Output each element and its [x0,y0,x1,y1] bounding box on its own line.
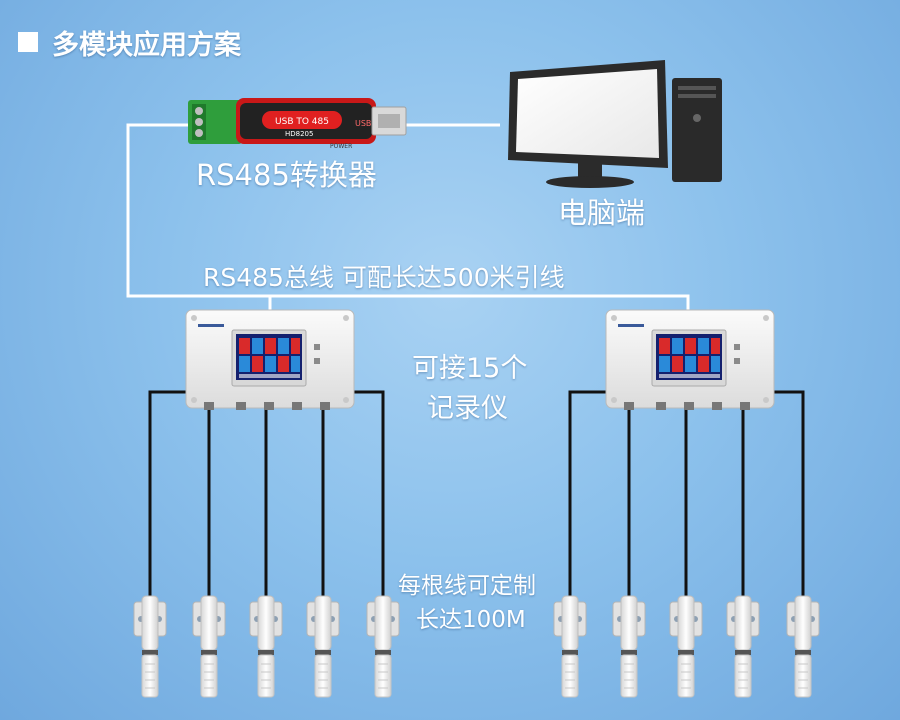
data-recorder-icon [606,310,774,410]
computer-label: 电脑端 [558,190,645,232]
converter-power-text: POWER [330,143,352,150]
title-square-icon [18,32,38,52]
sensor-probe-icon [307,596,339,697]
data-recorder-icon [186,310,354,410]
sensor-probes-left [134,596,399,697]
sensor-probe-icon [134,596,166,697]
sensor-probe-icon [613,596,645,697]
sensor-probe-icon [554,596,586,697]
desktop-computer-icon [508,60,722,188]
cable-note-line2: 长达100M [416,600,526,634]
sensor-probe-icon [787,596,819,697]
sensor-probes-right [554,596,819,697]
sensor-probe-icon [193,596,225,697]
converter-body-text: USB TO 485 [275,117,329,127]
converter-brand-text: HD8205 [285,130,313,138]
sensor-probe-icon [727,596,759,697]
converter-label: RS485转换器 [196,152,377,194]
sensor-probe-icon [670,596,702,697]
sensor-probe-icon [367,596,399,697]
recorders-note-line2: 记录仪 [427,386,508,425]
sensor-probe-icon [250,596,282,697]
cable-note-line1: 每根线可定制 [398,566,536,600]
page-title: 多模块应用方案 [52,23,241,62]
bus-label: RS485总线 可配长达500米引线 [203,258,565,294]
recorders-note-line1: 可接15个 [412,346,527,385]
title-bar: 多模块应用方案 [18,22,241,62]
converter-usb-text: USB [355,119,371,128]
